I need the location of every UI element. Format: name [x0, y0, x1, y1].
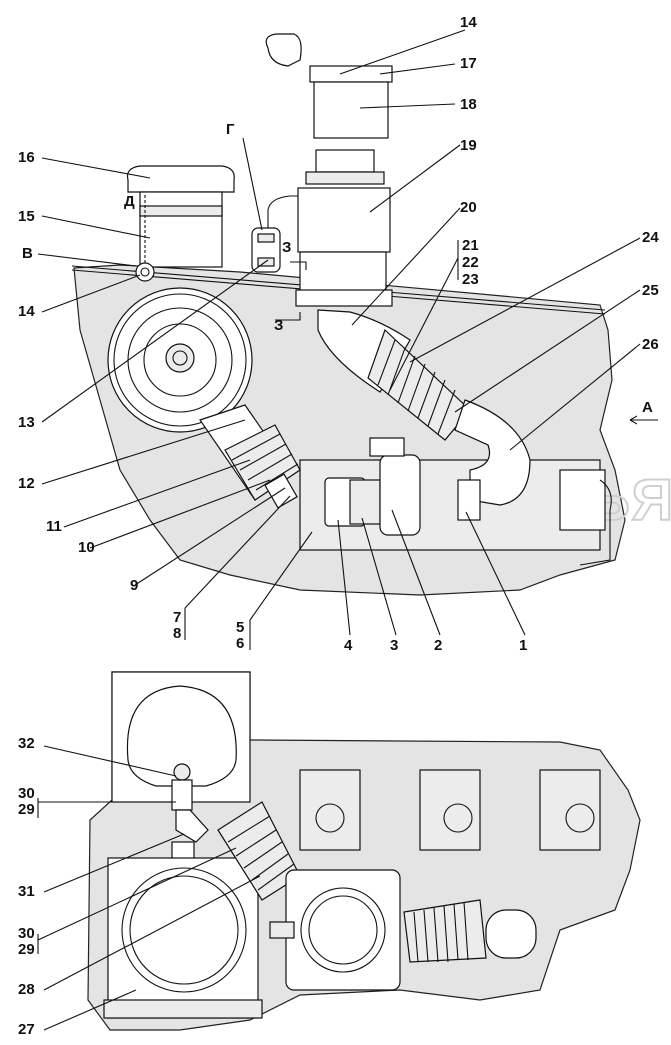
- cylinder-1-port: [315, 803, 345, 833]
- clamp-19: [305, 171, 385, 185]
- clamp-b: [135, 262, 155, 282]
- view-z-bottom: З: [274, 317, 283, 334]
- callout-3: 3: [390, 637, 398, 654]
- filter-cap: [126, 165, 235, 193]
- pipe-upper-19: [315, 149, 375, 173]
- flange-clamp: [269, 921, 295, 939]
- z-arrow-top: [290, 261, 307, 270]
- callout-22: 22: [462, 254, 479, 271]
- fitting-30: [171, 779, 193, 811]
- view-v: В: [22, 245, 33, 262]
- elbow-26: [454, 399, 531, 506]
- bellows-11-ribs: [231, 433, 299, 491]
- callout-20: 20: [460, 199, 477, 216]
- bellows-28-ribs: [227, 815, 295, 891]
- view-d: Д: [124, 193, 135, 210]
- coupling-3: [349, 479, 381, 525]
- housing-19: [297, 187, 391, 253]
- fitting-29: [171, 841, 195, 861]
- air-cleaner-ring: [113, 293, 247, 427]
- air-cleaner-nut-center: [172, 350, 188, 366]
- callout-24: 24: [642, 229, 659, 246]
- engine-side-block: [559, 469, 606, 531]
- callout-16: 16: [18, 149, 35, 166]
- callout-31: 31: [18, 883, 35, 900]
- clamp-17: [309, 65, 393, 83]
- bellows-24: [367, 328, 471, 441]
- callout-23: 23: [462, 271, 479, 288]
- callout-8: 8: [173, 625, 181, 642]
- cylinder-3-port: [565, 803, 595, 833]
- callout-6: 6: [236, 635, 244, 652]
- cylinder-3: [539, 769, 601, 851]
- callout-28: 28: [18, 981, 35, 998]
- callout-26: 26: [642, 336, 659, 353]
- callout-9: 9: [130, 577, 138, 594]
- mount-plate: [295, 289, 393, 307]
- callout-5: 5: [236, 619, 244, 636]
- z-arrow-bottom: [275, 312, 301, 321]
- pipe-2: [379, 454, 421, 536]
- muffler: [485, 909, 537, 959]
- callout-17: 17: [460, 55, 477, 72]
- view-a: А: [642, 399, 653, 416]
- clamp-g-top: [257, 233, 275, 243]
- coupling-1: [457, 479, 481, 521]
- pipe-18: [313, 81, 389, 139]
- callout-29-upper: 29: [18, 801, 35, 818]
- filter-clamp: [139, 205, 223, 217]
- valve-32: [173, 763, 191, 781]
- top-box-arc: [126, 685, 237, 787]
- air-cleaner-27-base: [103, 999, 263, 1019]
- callout-1: 1: [519, 637, 527, 654]
- cylinder-2-port: [443, 803, 473, 833]
- leaders-bottom: [37, 745, 261, 1031]
- air-cleaner-27-ring: [121, 867, 247, 993]
- callout-11: 11: [46, 518, 62, 535]
- air-cleaner-nut: [165, 343, 195, 373]
- callout-15: 15: [18, 208, 35, 225]
- callout-18: 18: [460, 96, 477, 113]
- callout-14-left: 14: [18, 303, 35, 320]
- cylinder-1: [299, 769, 361, 851]
- bellows-24-ribs: [377, 339, 456, 435]
- pipe-right: [579, 479, 612, 566]
- clamp-b-inner: [140, 267, 150, 277]
- bellows-right-ribs: [413, 901, 469, 963]
- callout-7: 7: [173, 609, 181, 626]
- housing-19-lower: [299, 251, 387, 293]
- a-arrowhead: [629, 415, 638, 425]
- air-cleaner-27-ring-inner: [129, 875, 239, 985]
- leader-v: [37, 253, 137, 267]
- callout-30-upper: 30: [18, 785, 35, 802]
- callout-19: 19: [460, 137, 477, 154]
- callout-21: 21: [462, 237, 479, 254]
- flange-ring-inner: [308, 895, 378, 965]
- riser: [369, 437, 405, 457]
- callout-27: 27: [18, 1021, 35, 1038]
- callout-14-top: 14: [460, 14, 477, 31]
- callout-30-lower: 30: [18, 925, 35, 942]
- callout-13: 13: [18, 414, 35, 431]
- leaders-top: [41, 29, 641, 650]
- callout-29-lower: 29: [18, 941, 35, 958]
- filter-body: [139, 191, 223, 268]
- flange-ring: [300, 887, 386, 973]
- callout-4: 4: [344, 637, 353, 654]
- callout-10: 10: [78, 539, 95, 556]
- callout-2: 2: [434, 637, 442, 654]
- view-g: Г: [226, 121, 235, 138]
- callout-32: 32: [18, 735, 35, 752]
- callout-25: 25: [642, 282, 659, 299]
- air-cleaner-inner: [143, 323, 217, 397]
- pipe-g: [267, 195, 300, 228]
- callout-12: 12: [18, 475, 35, 492]
- pipe-cap-top: [265, 33, 302, 67]
- cylinder-2: [419, 769, 481, 851]
- view-z-top: З: [282, 239, 291, 256]
